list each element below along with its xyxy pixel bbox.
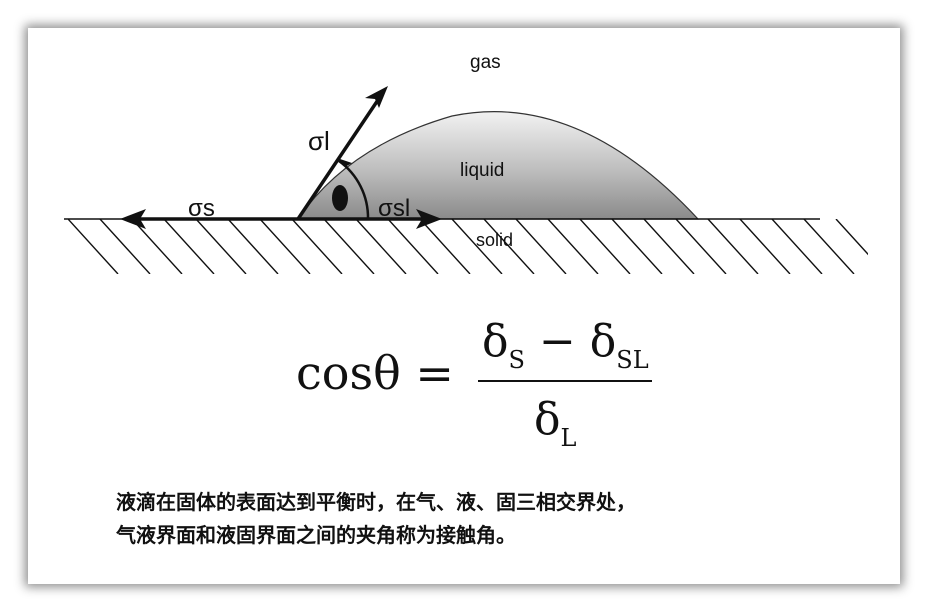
caption-line-2: 气液界面和液固界面之间的夹角称为接触角。 xyxy=(116,523,516,547)
formula-num-sub-sl: SL xyxy=(616,346,649,374)
solid-surface-hatch xyxy=(68,219,868,274)
sigma-s-vector xyxy=(120,209,298,229)
formula-den-sub: L xyxy=(560,424,577,452)
formula-fraction-bar xyxy=(478,380,652,382)
solid-label: solid xyxy=(476,230,513,250)
contact-angle-diagram: gas liquid solid σl σs σsl xyxy=(64,52,868,274)
sigma-sl-vector xyxy=(298,209,442,229)
formula-numerator: δS − δSL xyxy=(482,320,649,374)
sigma-l-label: σl xyxy=(308,126,330,156)
slide-frame: gas liquid solid σl σs σsl cosθ = δS − δ… xyxy=(28,28,900,584)
formula-num-sub-s: S xyxy=(508,346,525,374)
caption-line-1: 液滴在固体的表面达到平衡时，在气、液、固三相交界处， xyxy=(116,490,636,514)
formula-num-delta-s: δ xyxy=(482,316,509,367)
contact-angle-arrowhead xyxy=(337,158,352,167)
contact-angle-theta-mark xyxy=(332,185,348,211)
sigma-sl-label: σsl xyxy=(378,195,410,222)
sigma-s-label: σs xyxy=(188,195,215,222)
formula-lhs: cosθ = xyxy=(296,346,454,400)
formula-minus: − xyxy=(524,316,590,367)
liquid-label: liquid xyxy=(460,160,504,181)
definition-caption: 液滴在固体的表面达到平衡时，在气、液、固三相交界处， 气液界面和液固界面之间的夹… xyxy=(116,486,886,552)
formula-num-delta-sl: δ xyxy=(589,316,617,367)
liquid-droplet xyxy=(296,111,700,220)
gas-label: gas xyxy=(470,52,501,73)
formula-den-delta: δ xyxy=(534,394,561,445)
contact-angle-formula: cosθ = δS − δSL δL xyxy=(296,320,656,456)
sigma-l-vector xyxy=(296,86,388,220)
formula-denominator: δL xyxy=(534,398,577,452)
